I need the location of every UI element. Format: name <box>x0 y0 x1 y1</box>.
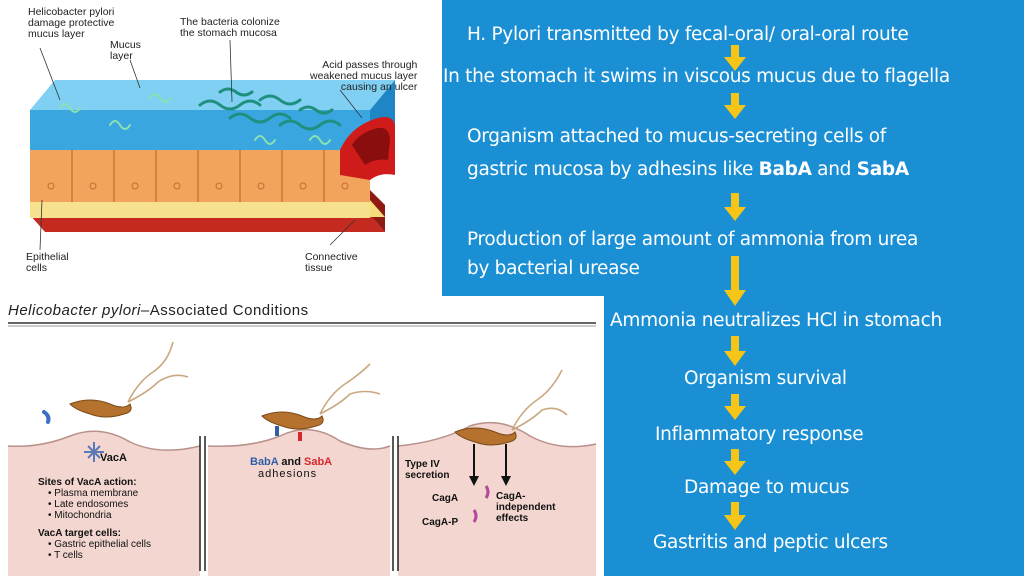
flow-step-transmission: H. Pylori transmitted by fecal-oral/ ora… <box>467 24 909 45</box>
flow-step-attachment-line2: gastric mucosa by adhesins like BabA and… <box>467 159 909 180</box>
flow-step-survival: Organism survival <box>684 368 847 389</box>
flow-arrow-2 <box>724 93 746 119</box>
flow-arrow-7 <box>724 449 746 475</box>
flow-arrow-8 <box>724 502 746 530</box>
callout-connective: Connective tissue <box>305 251 358 274</box>
type-iv-label: Type IV secretion <box>405 459 450 481</box>
flow-step-attachment-line1: Organism attached to mucus-secreting cel… <box>467 126 887 147</box>
vaca-targets-heading: VacA target cells: <box>38 528 122 539</box>
vaca-label: VacA <box>100 452 127 464</box>
flow-arrow-6 <box>724 394 746 420</box>
flow-arrow-3 <box>724 193 746 221</box>
callout-hp-damage: Helicobacter pylori damage protective mu… <box>28 6 115 40</box>
flow-step-ammonia-line1: Production of large amount of ammonia fr… <box>467 229 919 250</box>
callout-colonize: The bacteria colonize the stomach mucosa <box>180 16 280 39</box>
callout-epithelial: Epithelial cells <box>26 251 69 274</box>
vaca-sites-list: • Plasma membrane • Late endosomes • Mit… <box>48 488 139 521</box>
caga-label: CagA <box>432 493 459 504</box>
caga-independent-label: CagA- independent effects <box>496 491 556 524</box>
flow-step-ulcers: Gastritis and peptic ulcers <box>653 532 888 553</box>
callout-acid: Acid passes through weakened mucus layer… <box>310 59 418 93</box>
stomach-layers-drawing <box>30 39 395 251</box>
conditions-title: Helicobacter pylori–Associated Condition… <box>8 302 309 319</box>
conditions-figure: Helicobacter pylori–Associated Condition… <box>0 296 604 576</box>
vaca-targets-list: • Gastric epithelial cells • T cells <box>48 539 151 561</box>
adhesins-label: BabA and SabA <box>250 456 333 468</box>
callout-mucus-layer: Mucus layer <box>110 39 141 62</box>
flow-step-damage: Damage to mucus <box>684 477 850 498</box>
flow-arrow-4 <box>724 256 746 306</box>
flow-step-flagella: In the stomach it swims in viscous mucus… <box>443 66 950 87</box>
flow-step-inflammatory: Inflammatory response <box>655 424 864 445</box>
caga-p-label: CagA-P <box>422 517 459 528</box>
flow-step-neutralize: Ammonia neutralizes HCl in stomach <box>610 310 942 331</box>
conditions-drawing <box>7 322 597 576</box>
vaca-sites-heading: Sites of VacA action: <box>38 477 137 488</box>
stomach-mucosa-illustration: Helicobacter pylori damage protective mu… <box>0 0 442 296</box>
flow-arrow-5 <box>724 336 746 366</box>
flow-arrow-1 <box>724 45 746 71</box>
adhesions-label: adhesions <box>258 468 318 480</box>
flow-step-ammonia-line2: by bacterial urease <box>467 258 640 279</box>
